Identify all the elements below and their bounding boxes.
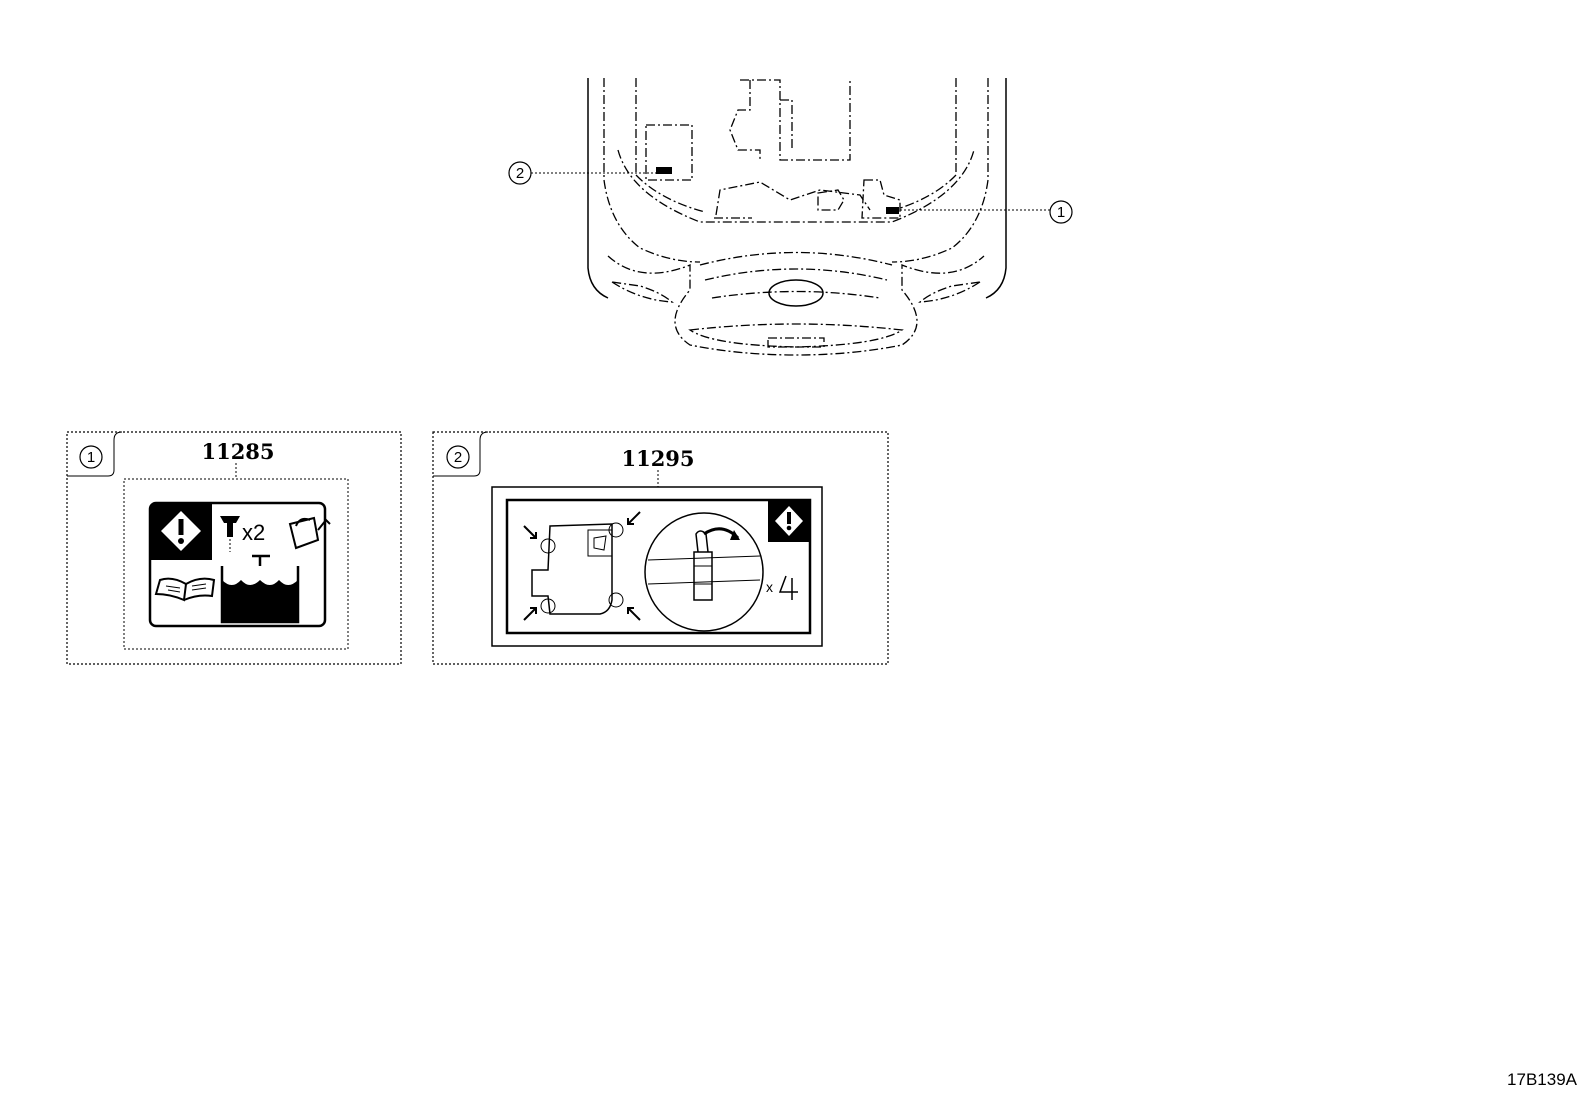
callout-2: 2 [508, 161, 656, 185]
warning-icon [161, 511, 201, 551]
drawing-code: 17B139A [1507, 1070, 1578, 1089]
label-1-artwork: x2 [148, 501, 331, 628]
panel-1-callout-number: 1 [87, 449, 95, 466]
label-2-multiplier-x: x [766, 579, 773, 595]
label-2-artwork: x x 4 [505, 498, 812, 635]
watering-can-icon [288, 516, 331, 550]
vehicle-front-view [587, 78, 1007, 356]
callout-2-number: 2 [516, 165, 524, 182]
label-panel-2: 2 11295 [432, 431, 889, 665]
reservoir-icon [220, 554, 300, 624]
label-panel-1: 1 11285 x2 [66, 431, 402, 665]
warning-icon [775, 506, 803, 536]
part-number-2: 11295 [621, 446, 694, 471]
screw-icon [220, 516, 240, 552]
label-1-multiplier: x2 [242, 520, 265, 545]
manual-book-icon [154, 577, 216, 602]
callout-1-number: 1 [1057, 204, 1065, 221]
panel-2-callout-number: 2 [454, 449, 462, 466]
rotate-arrow-icon [703, 527, 740, 540]
arrow-icon [523, 511, 641, 621]
part-number-1: 11285 [201, 439, 274, 464]
callout-1: 1 [900, 200, 1073, 224]
